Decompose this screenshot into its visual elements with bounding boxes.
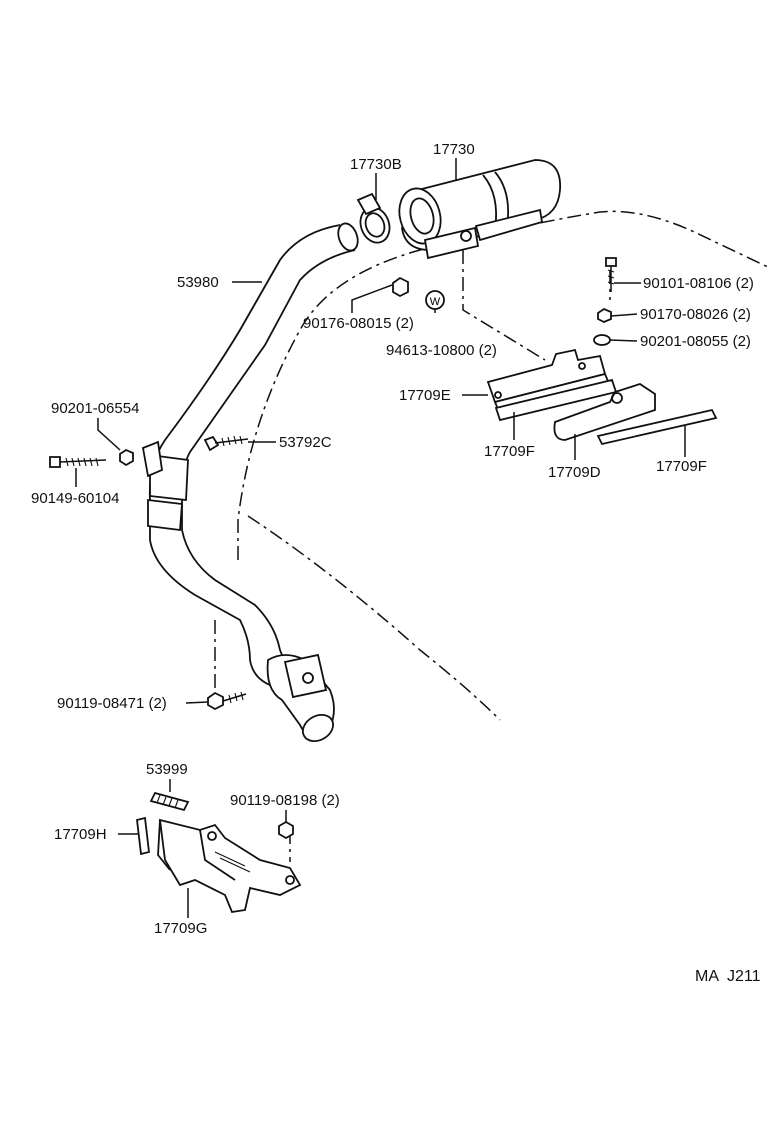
label-53792c: 53792C — [279, 434, 332, 451]
washer-90201-08055 — [593, 334, 611, 346]
bolt-90101 — [605, 257, 617, 292]
diagram-code: MA J211 — [695, 968, 761, 985]
front-pipe-end — [266, 653, 335, 743]
label-90119-08198: 90119-08198 (2) — [230, 792, 340, 809]
washer-94613: W — [425, 290, 445, 310]
label-94613-10800: 94613-10800 (2) — [386, 342, 497, 359]
bracket-17709f-b — [596, 408, 718, 446]
washer-mark: W — [430, 296, 441, 308]
nut-90176 — [392, 276, 409, 298]
strip-17709h — [136, 816, 150, 856]
label-53980: 53980 — [177, 274, 219, 291]
muffler — [398, 159, 561, 260]
leader-lines — [75, 158, 686, 918]
nut-90170 — [597, 307, 612, 323]
insulator-53999 — [149, 791, 190, 812]
label-17730b: 17730B — [350, 156, 402, 173]
label-17709e: 17709E — [399, 387, 451, 404]
label-90201-08055: 90201-08055 (2) — [640, 333, 751, 350]
label-17709h: 17709H — [54, 826, 107, 843]
bolt-90149 — [49, 456, 107, 468]
bracket-17709g — [157, 818, 302, 913]
label-17709f-a: 17709F — [484, 443, 535, 460]
label-90170-08026: 90170-08026 (2) — [640, 306, 751, 323]
label-90176-08015: 90176-08015 (2) — [303, 315, 414, 332]
label-17730: 17730 — [433, 141, 475, 158]
bracket-17709d — [553, 383, 656, 441]
label-17709f-b: 17709F — [656, 458, 707, 475]
label-17709d: 17709D — [548, 464, 601, 481]
label-90201-06554: 90201-06554 — [51, 400, 139, 417]
bolt-90119-08471 — [207, 691, 247, 711]
body-outline — [214, 210, 771, 862]
stud-53792c — [203, 435, 249, 452]
nut-90201-06554 — [119, 448, 134, 467]
callout-labels: 17730 17730B 53980 90176-08015 (2) 94613… — [31, 141, 754, 937]
label-90101-08106: 90101-08106 (2) — [643, 275, 754, 292]
tail-pipe — [141, 222, 359, 691]
bolt-90119-08198 — [278, 820, 294, 840]
label-53999: 53999 — [146, 761, 188, 778]
label-90149-60104: 90149-60104 — [31, 490, 119, 507]
label-17709g: 17709G — [154, 920, 207, 937]
clamp — [356, 192, 391, 244]
label-90119-08471: 90119-08471 (2) — [57, 695, 167, 712]
